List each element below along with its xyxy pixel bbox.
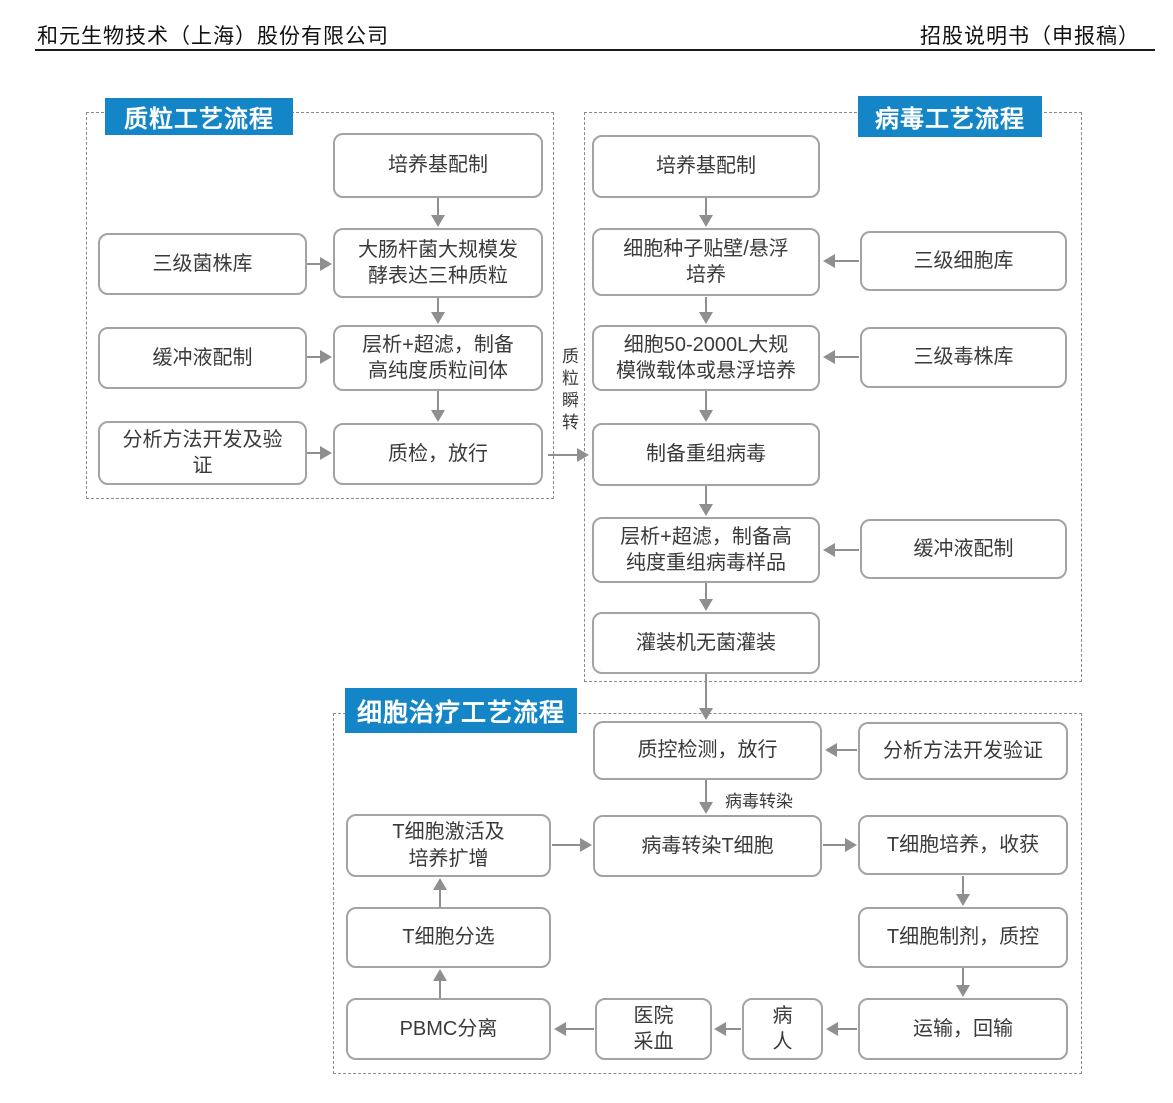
node-plasmid-medium-prep: 培养基配制 [333, 133, 543, 198]
flow-arrow-head [699, 599, 713, 611]
flow-arrow-shaft [307, 452, 321, 454]
flow-arrow-head [554, 1022, 566, 1036]
flow-arrow-shaft [552, 844, 581, 846]
node-virus-buffer-prep: 缓冲液配制 [860, 519, 1067, 579]
flow-arrow-shaft [962, 876, 964, 895]
flow-arrow-head [580, 838, 592, 852]
node-plasmid-buffer-prep: 缓冲液配制 [98, 327, 307, 389]
node-plasmid-method-validation: 分析方法开发及验 证 [98, 421, 307, 485]
flow-arrow-head [699, 708, 713, 720]
flow-arrow-shaft [439, 980, 441, 998]
flow-arrow-shaft [705, 391, 707, 411]
flow-arrow-head [431, 215, 445, 227]
flow-arrow-shaft [834, 356, 859, 358]
flow-arrow-shaft [705, 198, 707, 216]
flow-arrow-shaft [705, 674, 707, 709]
flow-arrow-shaft [705, 583, 707, 600]
flow-arrow-head [431, 410, 445, 422]
virus-transfection-label: 病毒转染 [725, 792, 793, 811]
node-cell-t-activation: T细胞激活及 培养扩增 [346, 814, 551, 877]
node-cell-method-validation: 分析方法开发验证 [858, 722, 1068, 780]
flow-arrow-shaft [836, 749, 857, 751]
header-rule [35, 49, 1155, 51]
flow-arrow-head [699, 215, 713, 227]
flow-arrow-shaft [437, 298, 439, 313]
node-virus-cell-bank: 三级细胞库 [860, 231, 1067, 291]
flow-arrow-head [699, 802, 713, 814]
virus-section-frame [584, 112, 1082, 682]
flow-arrow-head [433, 878, 447, 890]
flow-arrow-head [577, 448, 589, 462]
flow-arrow-shaft [705, 486, 707, 505]
node-cell-qc-release: 质控检测，放行 [593, 721, 822, 780]
virus-section-title-badge: 病毒工艺流程 [858, 96, 1042, 137]
flow-arrow-shaft [962, 968, 964, 986]
header-doc-type: 招股说明书（申报稿） [920, 24, 1140, 48]
node-plasmid-qc-release: 质检，放行 [333, 423, 543, 485]
flow-arrow-head [699, 410, 713, 422]
node-plasmid-ecoli-ferment: 大肠杆菌大规模发 酵表达三种质粒 [333, 228, 543, 298]
flow-arrow-head [823, 543, 835, 557]
flow-arrow-shaft [834, 260, 859, 262]
node-plasmid-strain-bank: 三级菌株库 [98, 233, 307, 295]
flow-arrow-shaft [439, 889, 441, 907]
flow-arrow-head [714, 1022, 726, 1036]
flow-arrow-head [823, 254, 835, 268]
node-cell-t-sort: T细胞分选 [346, 907, 551, 968]
flow-arrow-head [433, 969, 447, 981]
node-virus-prep: 制备重组病毒 [592, 423, 820, 486]
flow-arrow-shaft [823, 844, 846, 846]
node-plasmid-chrom-uf: 层析+超滤，制备 高纯度质粒间体 [333, 325, 543, 391]
flow-arrow-head [320, 350, 332, 364]
node-cell-t-transfect: 病毒转染T细胞 [593, 815, 822, 877]
plasmid-section-frame [86, 112, 554, 499]
node-cell-patient: 病 人 [742, 998, 823, 1060]
flow-arrow-head [320, 446, 332, 460]
flow-arrow-shaft [437, 198, 439, 216]
flow-arrow-shaft [437, 391, 439, 411]
header-company-name: 和元生物技术（上海）股份有限公司 [37, 24, 389, 48]
flow-arrow-shaft [307, 356, 321, 358]
node-cell-t-culture: T细胞培养，收获 [858, 815, 1068, 875]
flow-arrow-shaft [565, 1028, 594, 1030]
plasmid-transient-transfer-label: 质粒瞬转 [559, 347, 578, 435]
node-virus-large-culture: 细胞50-2000L大规 模微载体或悬浮培养 [592, 325, 820, 391]
node-cell-pbmc: PBMC分离 [346, 998, 551, 1060]
flow-arrow-shaft [548, 454, 578, 456]
node-virus-chrom-uf: 层析+超滤，制备高 纯度重组病毒样品 [592, 517, 820, 583]
node-virus-aseptic-fill: 灌装机无菌灌装 [592, 612, 820, 674]
flow-arrow-head [699, 504, 713, 516]
node-cell-transport: 运输，回输 [858, 998, 1068, 1060]
flow-arrow-shaft [705, 297, 707, 313]
flow-arrow-shaft [837, 1028, 857, 1030]
flow-arrow-head [826, 1022, 838, 1036]
flow-arrow-head [956, 894, 970, 906]
flow-arrow-head [320, 257, 332, 271]
flow-arrow-shaft [834, 549, 859, 551]
flow-arrow-shaft [307, 263, 321, 265]
flow-arrow-head [823, 350, 835, 364]
plasmid-section-title-badge: 质粒工艺流程 [105, 98, 293, 135]
node-virus-medium-prep: 培养基配制 [592, 135, 820, 198]
flow-arrow-shaft [725, 1028, 741, 1030]
cell-therapy-section-title-badge: 细胞治疗工艺流程 [345, 688, 577, 733]
flow-arrow-head [825, 743, 837, 757]
flow-arrow-head [699, 312, 713, 324]
node-cell-t-formulation: T细胞制剂，质控 [858, 907, 1068, 968]
node-virus-cell-seed: 细胞种子贴壁/悬浮 培养 [592, 228, 820, 296]
flow-arrow-shaft [705, 780, 707, 803]
flow-arrow-head [956, 985, 970, 997]
flow-arrow-head [845, 838, 857, 852]
node-virus-virus-bank: 三级毒株库 [860, 327, 1067, 388]
flow-arrow-head [431, 312, 445, 324]
node-cell-hospital-blood: 医院 采血 [595, 998, 712, 1060]
